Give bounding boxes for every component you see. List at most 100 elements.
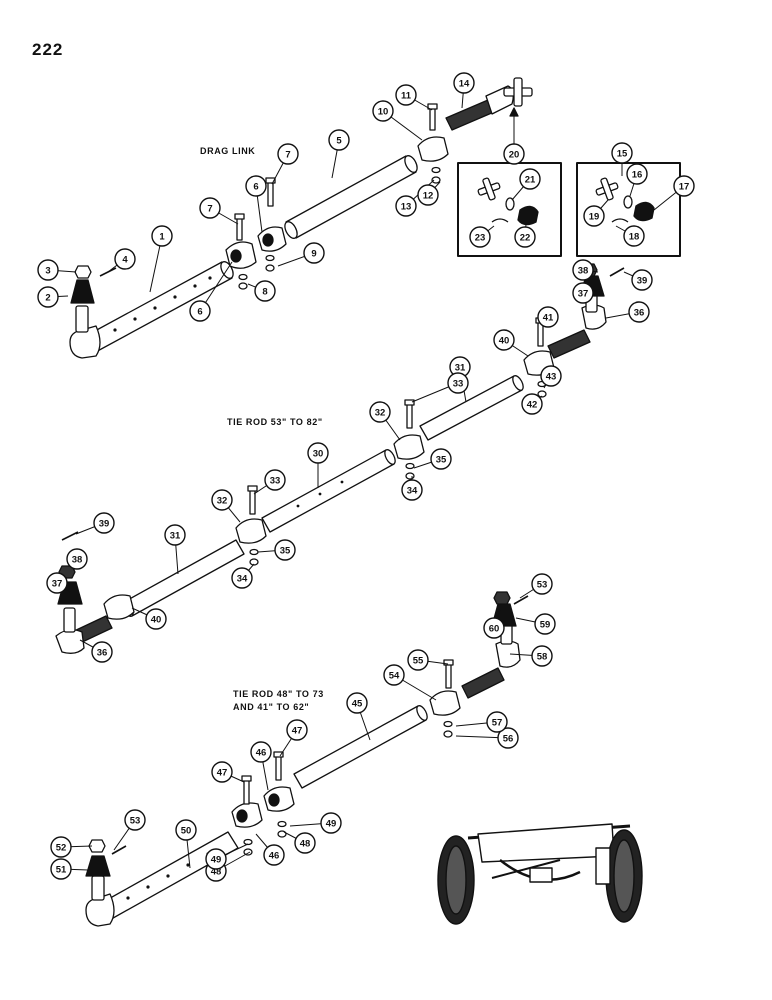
callout-number: 36 xyxy=(97,647,108,658)
callout-number: 31 xyxy=(455,362,466,373)
callout-47: 47 xyxy=(286,719,308,741)
callout-number: 20 xyxy=(509,149,520,160)
callout-number: 7 xyxy=(207,203,212,214)
callout-number: 32 xyxy=(217,495,228,506)
callout-39: 39 xyxy=(631,269,653,291)
callout-number: 8 xyxy=(262,286,267,297)
drag-link-end-clamp xyxy=(417,136,449,162)
callout-number: 34 xyxy=(407,485,418,496)
callout-45: 45 xyxy=(346,692,368,714)
callout-number: 39 xyxy=(637,275,648,286)
callout-number: 10 xyxy=(378,106,389,117)
callout-number: 21 xyxy=(525,174,536,185)
drag-link-nuts xyxy=(238,254,275,290)
drag-link-threaded-yoke xyxy=(445,99,495,131)
callout-17: 17 xyxy=(673,175,695,197)
callout-number: 6 xyxy=(197,306,202,317)
drag-link-dust-boot xyxy=(70,279,95,304)
callout-number: 38 xyxy=(578,265,589,276)
callout-53: 53 xyxy=(124,809,146,831)
tie-rod-48-73-title-line2: AND 41" TO 62" xyxy=(233,702,310,712)
callout-number: 47 xyxy=(217,767,228,778)
callout-55: 55 xyxy=(407,649,429,671)
tie-rod-b-right-clamp xyxy=(429,690,461,716)
callout-38: 38 xyxy=(66,548,88,570)
callout-number: 48 xyxy=(300,838,311,849)
callout-7: 7 xyxy=(277,143,299,165)
inset-left-parts xyxy=(477,177,539,226)
callout-number: 2 xyxy=(45,292,50,303)
callout-number: 17 xyxy=(679,181,690,192)
callout-number: 40 xyxy=(151,614,162,625)
callout-number: 35 xyxy=(436,454,447,465)
callout-40: 40 xyxy=(493,329,515,351)
callout-35: 35 xyxy=(430,448,452,470)
callout-34: 34 xyxy=(401,479,423,501)
callout-number: 37 xyxy=(578,288,589,299)
callout-number: 32 xyxy=(375,407,386,418)
callout-number: 11 xyxy=(401,90,412,101)
callout-49: 49 xyxy=(205,848,227,870)
callout-32: 32 xyxy=(211,489,233,511)
callout-48: 48 xyxy=(294,832,316,854)
callout-number: 36 xyxy=(634,307,645,318)
callout-37: 37 xyxy=(572,282,594,304)
callout-41: 41 xyxy=(537,306,559,328)
callout-number: 31 xyxy=(170,530,181,541)
callout-22: 22 xyxy=(514,226,536,248)
front-axle-thumbnail xyxy=(437,823,643,925)
callout-number: 43 xyxy=(546,371,557,382)
callout-59: 59 xyxy=(534,613,556,635)
callout-number: 42 xyxy=(527,399,538,410)
drag-link-ball-socket xyxy=(69,325,101,359)
callout-number: 6 xyxy=(253,181,258,192)
callout-number: 30 xyxy=(313,448,324,459)
callout-12: 12 xyxy=(417,184,439,206)
tie-rod-b-dust-boot xyxy=(85,855,111,877)
callout-number: 23 xyxy=(475,232,486,243)
tie-rod-a-center-tube xyxy=(261,449,395,533)
callout-60: 60 xyxy=(483,617,505,639)
callout-47: 47 xyxy=(211,761,233,783)
callout-39: 39 xyxy=(93,512,115,534)
callout-1: 1 xyxy=(151,225,173,247)
universal-joint-cross xyxy=(503,77,533,107)
callout-number: 58 xyxy=(537,651,548,662)
callout-33: 33 xyxy=(264,469,286,491)
callout-number: 39 xyxy=(99,518,110,529)
callout-32: 32 xyxy=(369,401,391,423)
callout-number: 59 xyxy=(540,619,551,630)
callout-11: 11 xyxy=(395,84,417,106)
callout-34: 34 xyxy=(231,567,253,589)
callout-number: 51 xyxy=(56,864,67,875)
callout-46: 46 xyxy=(263,844,285,866)
callout-6: 6 xyxy=(189,300,211,322)
callout-20: 20 xyxy=(503,143,525,165)
tie-rod-a-center-clamp-upper xyxy=(393,434,425,460)
drag-link-sleeve xyxy=(285,155,417,239)
callout-58: 58 xyxy=(531,645,553,667)
callout-57: 57 xyxy=(486,711,508,733)
callout-13: 13 xyxy=(395,195,417,217)
callout-38: 38 xyxy=(572,259,594,281)
callout-53: 53 xyxy=(531,573,553,595)
tie-rod-a-left-clamp xyxy=(103,594,135,620)
callout-15: 15 xyxy=(611,142,633,164)
callout-46: 46 xyxy=(250,741,272,763)
drag-link-tube-holes xyxy=(113,276,212,332)
callout-52: 52 xyxy=(50,836,72,858)
callout-36: 36 xyxy=(91,641,113,663)
callout-number: 5 xyxy=(336,135,342,146)
callout-number: 53 xyxy=(130,815,141,826)
callout-2: 2 xyxy=(37,286,59,308)
tie-rod-b-sleeve xyxy=(293,705,427,789)
callout-23: 23 xyxy=(469,226,491,248)
callout-number: 60 xyxy=(489,623,500,634)
callout-number: 33 xyxy=(270,475,281,486)
callout-number: 52 xyxy=(56,842,67,853)
drag-link-nut xyxy=(74,265,92,279)
callout-31: 31 xyxy=(164,524,186,546)
callout-21: 21 xyxy=(519,168,541,190)
callout-number: 12 xyxy=(423,190,434,201)
